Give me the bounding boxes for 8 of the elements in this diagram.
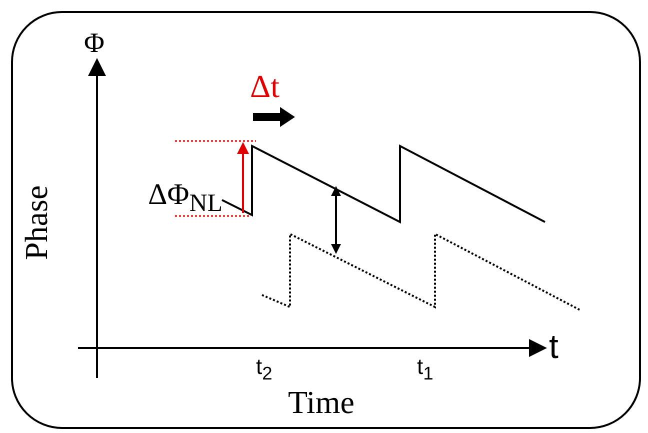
tick-label: t$_{2}$ <box>256 356 272 383</box>
phase-jump-label: ΔΦ$_{NL}$ <box>148 180 223 216</box>
axis-title: Time <box>288 386 354 418</box>
time-shift-label: Δt <box>250 70 280 102</box>
axis-label: Φ <box>84 30 104 58</box>
tick-label: t$_{1}$ <box>417 356 434 383</box>
axis-title: Phase <box>20 185 52 260</box>
axis-label: t <box>549 330 558 364</box>
